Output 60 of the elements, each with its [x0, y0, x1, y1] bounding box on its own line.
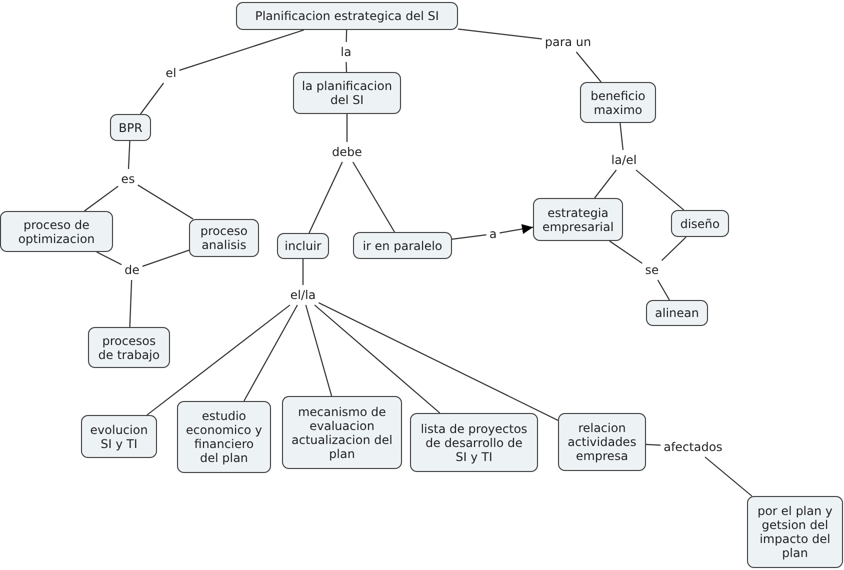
concept-box: mecanismo de evaluacion actualizacion del plan	[282, 396, 402, 469]
connector-line	[142, 250, 190, 267]
connector-line	[609, 240, 642, 264]
concept-box: estudio economico y financiero del plan	[177, 401, 271, 473]
connector-line	[452, 234, 486, 240]
connector-line	[704, 456, 752, 496]
connector-line	[576, 52, 602, 82]
connector-line	[84, 186, 119, 212]
connector-line	[305, 304, 332, 396]
linking-phrase: es	[121, 172, 135, 186]
linking-phrase: a	[489, 227, 497, 241]
linking-phrase: el	[166, 66, 176, 80]
concept-box: procesos de trabajo	[88, 327, 170, 368]
concept-box: lista de proyectos de desarrollo de SI y TI	[410, 413, 538, 472]
linking-phrase: de	[124, 263, 140, 277]
linking-phrase: afectados	[664, 440, 722, 454]
concept-box: proceso analisis	[189, 219, 259, 257]
concept-box: relacion actividades empresa	[558, 413, 646, 471]
concept-box: ir en paralelo	[353, 232, 452, 259]
concept-box: proceso de optimizacion	[0, 211, 113, 252]
connector-line	[636, 170, 684, 210]
connector-line	[346, 62, 348, 72]
connector-line	[646, 444, 661, 446]
connector-line	[138, 184, 194, 220]
connector-line	[318, 302, 558, 421]
connector-line	[244, 304, 298, 402]
connector-line	[140, 82, 164, 114]
connector-line	[352, 162, 395, 232]
connector-line	[129, 280, 132, 328]
connector-line	[458, 28, 542, 40]
concept-box: estrategia empresarial	[533, 198, 623, 241]
connector-line	[314, 304, 440, 414]
linking-phrase: la/el	[611, 153, 637, 167]
connector-line	[308, 162, 343, 234]
connector-line	[620, 122, 624, 150]
connector-line	[346, 114, 348, 142]
concept-box: diseño	[671, 210, 729, 237]
linking-phrase: el/la	[290, 288, 316, 302]
connector-line	[146, 304, 290, 416]
connector-line	[128, 140, 130, 170]
connector-line	[657, 280, 670, 300]
concept-box: la planificacion del SI	[293, 72, 401, 114]
concept-box: incluir	[277, 233, 329, 259]
concept-box: evolucion SI y TI	[81, 415, 157, 458]
connector-line	[96, 252, 122, 266]
concept-box: BPR	[110, 114, 151, 141]
linking-phrase: debe	[332, 145, 362, 159]
arrow	[500, 224, 534, 234]
concept-box: beneficio maximo	[580, 82, 656, 123]
concept-box: alinean	[646, 300, 708, 326]
connector-line	[661, 236, 686, 261]
connector-line	[346, 30, 348, 42]
connector-line	[302, 259, 304, 285]
concept-box: Planificacion estrategica del SI	[236, 2, 458, 30]
linking-phrase: la	[340, 45, 352, 59]
linking-phrase: para un	[544, 35, 592, 49]
connector-line	[179, 29, 304, 71]
concept-box: por el plan y getsion del impacto del plan	[747, 496, 843, 568]
linking-phrase: se	[645, 263, 659, 277]
connector-line	[594, 170, 617, 198]
